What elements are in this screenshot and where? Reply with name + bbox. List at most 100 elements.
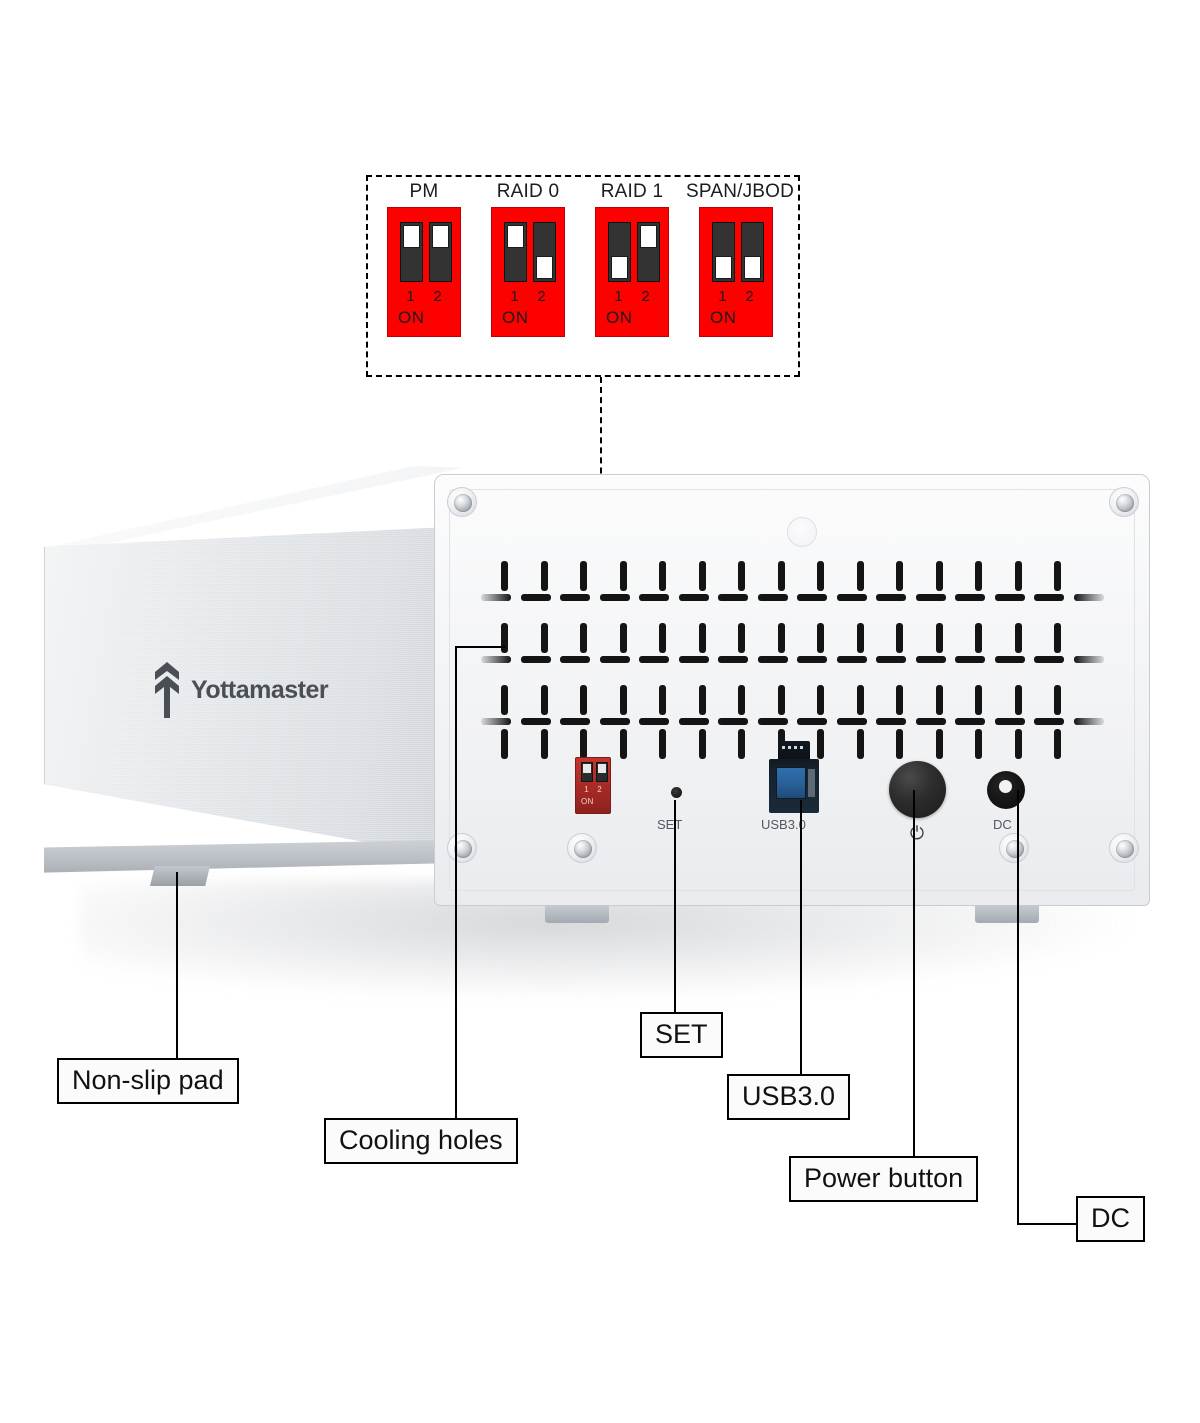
usb3-port[interactable] bbox=[769, 741, 819, 813]
vent-slot bbox=[896, 561, 903, 591]
vent-slot bbox=[698, 685, 706, 715]
dip-mode-pm: PM 1 2 ON bbox=[374, 177, 474, 337]
vent-slot bbox=[540, 623, 548, 653]
dip-mode-title: PM bbox=[409, 181, 439, 202]
vent-slot bbox=[580, 685, 587, 715]
onboard-dip-number-2: 2 bbox=[597, 785, 602, 794]
vent-slot bbox=[619, 685, 627, 715]
vent-slot bbox=[836, 594, 867, 601]
vent-slot bbox=[659, 561, 666, 591]
vent-slot bbox=[876, 718, 906, 725]
vent-slot bbox=[501, 729, 508, 759]
dip-numbers: 1 2 bbox=[700, 288, 772, 305]
dip-on-label: ON bbox=[710, 308, 737, 327]
vent-slot bbox=[915, 718, 946, 725]
vent-slot bbox=[599, 718, 630, 725]
vent-slot bbox=[797, 594, 827, 601]
vent-slot bbox=[599, 656, 630, 663]
vent-slot bbox=[994, 656, 1025, 663]
vent-slot bbox=[896, 623, 903, 653]
power-symbol-icon: ⏻ bbox=[909, 823, 925, 843]
vent-slot bbox=[1054, 623, 1061, 653]
dip-on-label: ON bbox=[606, 308, 633, 327]
dip-mode-raid0: RAID 0 1 2 ON bbox=[478, 177, 578, 337]
dip-switch-1[interactable] bbox=[608, 222, 631, 282]
vent-slot bbox=[738, 623, 745, 653]
vent-slot bbox=[698, 729, 706, 759]
set-button-pinhole[interactable] bbox=[671, 787, 682, 798]
onboard-dip-switch[interactable]: 1 2 ON bbox=[575, 757, 611, 814]
vent-slot bbox=[1034, 594, 1064, 601]
dip-on-label: ON bbox=[398, 308, 425, 327]
dip-number-1: 1 bbox=[406, 288, 415, 305]
dip-mode-title: RAID 1 bbox=[600, 181, 664, 202]
vent-slot bbox=[994, 718, 1025, 725]
dip-nub bbox=[403, 225, 420, 248]
callout-cooling-holes: Cooling holes bbox=[324, 1118, 518, 1165]
dip-nub bbox=[640, 225, 657, 248]
vent-slot bbox=[915, 656, 946, 663]
dip-switch-block: 1 2 ON bbox=[387, 207, 461, 337]
vent-slot bbox=[876, 594, 906, 601]
vent-slot bbox=[678, 594, 709, 601]
onboard-dip-numbers: 1 2 bbox=[576, 785, 610, 794]
screw-icon bbox=[1109, 833, 1139, 863]
enclosure-product-image: Yottamaster 1 2 ON bbox=[44, 466, 1150, 1000]
leader-power-button bbox=[913, 790, 915, 1156]
vent-slot bbox=[817, 729, 824, 759]
onboard-dip-on-label: ON bbox=[581, 797, 594, 806]
vent-slot bbox=[738, 729, 745, 759]
dip-mode-span-jbod: SPAN/JBOD 1 2 ON bbox=[686, 177, 794, 337]
dip-mode-title: RAID 0 bbox=[496, 181, 560, 202]
callout-usb: USB3.0 bbox=[727, 1074, 851, 1121]
vent-slot bbox=[1014, 623, 1022, 653]
vent-slot bbox=[817, 685, 824, 715]
usb-port-upper-shell bbox=[778, 741, 810, 761]
vent-slot bbox=[797, 656, 827, 663]
dip-number-1: 1 bbox=[614, 288, 623, 305]
callout-power-button: Power button bbox=[789, 1156, 979, 1203]
vent-slot bbox=[659, 623, 666, 653]
dc-power-jack[interactable] bbox=[987, 771, 1025, 809]
vent-slot bbox=[797, 718, 827, 725]
vent-slot bbox=[659, 729, 666, 759]
callout-dc: DC bbox=[1076, 1196, 1145, 1243]
vent-slot bbox=[935, 729, 943, 759]
dip-switch-2[interactable] bbox=[637, 222, 660, 282]
usb-port-slot bbox=[776, 767, 806, 799]
dip-switch-1[interactable] bbox=[712, 222, 735, 282]
vent-slot bbox=[540, 685, 548, 715]
onboard-dip-switch-1[interactable] bbox=[581, 762, 593, 782]
dip-switch-2[interactable] bbox=[741, 222, 764, 282]
onboard-dip-switch-2[interactable] bbox=[596, 762, 608, 782]
dip-switch-block: 1 2 ON bbox=[595, 207, 669, 337]
vent-slot bbox=[817, 623, 824, 653]
vent-slot bbox=[619, 623, 627, 653]
vent-slot bbox=[1014, 685, 1022, 715]
screw-icon bbox=[1109, 487, 1139, 517]
vent-slot bbox=[560, 594, 590, 601]
vent-slot bbox=[481, 718, 511, 725]
vent-slot bbox=[777, 561, 785, 591]
leader-dc-elbow bbox=[1017, 1223, 1077, 1225]
vent-slot bbox=[580, 561, 587, 591]
dip-nub bbox=[583, 764, 591, 773]
vent-slot bbox=[1073, 656, 1104, 663]
dip-nub bbox=[611, 256, 628, 279]
dip-switch-1[interactable] bbox=[400, 222, 423, 282]
power-button[interactable] bbox=[889, 761, 946, 818]
cooling-holes-vent-grid bbox=[481, 561, 1104, 759]
vent-slot bbox=[1073, 594, 1104, 601]
vent-slot bbox=[520, 718, 551, 725]
vent-slot bbox=[501, 623, 508, 653]
dip-switch-2[interactable] bbox=[429, 222, 452, 282]
set-port-label: SET bbox=[657, 817, 683, 832]
dip-switch-2[interactable] bbox=[533, 222, 556, 282]
vent-slot bbox=[1014, 729, 1022, 759]
vent-slot bbox=[935, 561, 943, 591]
dip-numbers: 1 2 bbox=[596, 288, 668, 305]
vent-slot bbox=[757, 594, 788, 601]
vent-slot bbox=[896, 729, 903, 759]
dip-switch-1[interactable] bbox=[504, 222, 527, 282]
dip-mode-raid1: RAID 1 1 2 ON bbox=[582, 177, 682, 337]
